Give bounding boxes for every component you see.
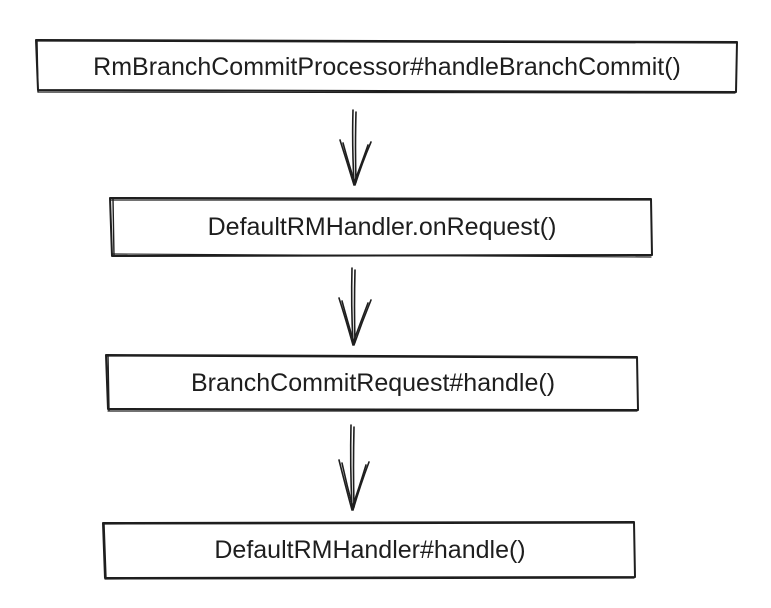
edge-arrow-3 xyxy=(338,424,370,511)
node-box-2 xyxy=(109,197,653,258)
node-label-4: DefaultRMHandler#handle() xyxy=(214,536,526,564)
node-label-2: DefaultRMHandler.onRequest() xyxy=(207,212,557,241)
node-box-4 xyxy=(102,521,636,580)
edge-arrow-2 xyxy=(338,267,372,346)
edge-arrow-1 xyxy=(339,109,372,186)
node-label-3: BranchCommitRequest#handle() xyxy=(190,368,556,397)
node-box-3 xyxy=(105,354,639,412)
node-label-1: RmBranchCommitProcessor#handleBranchComm… xyxy=(93,52,681,81)
node-box-1 xyxy=(35,39,738,94)
